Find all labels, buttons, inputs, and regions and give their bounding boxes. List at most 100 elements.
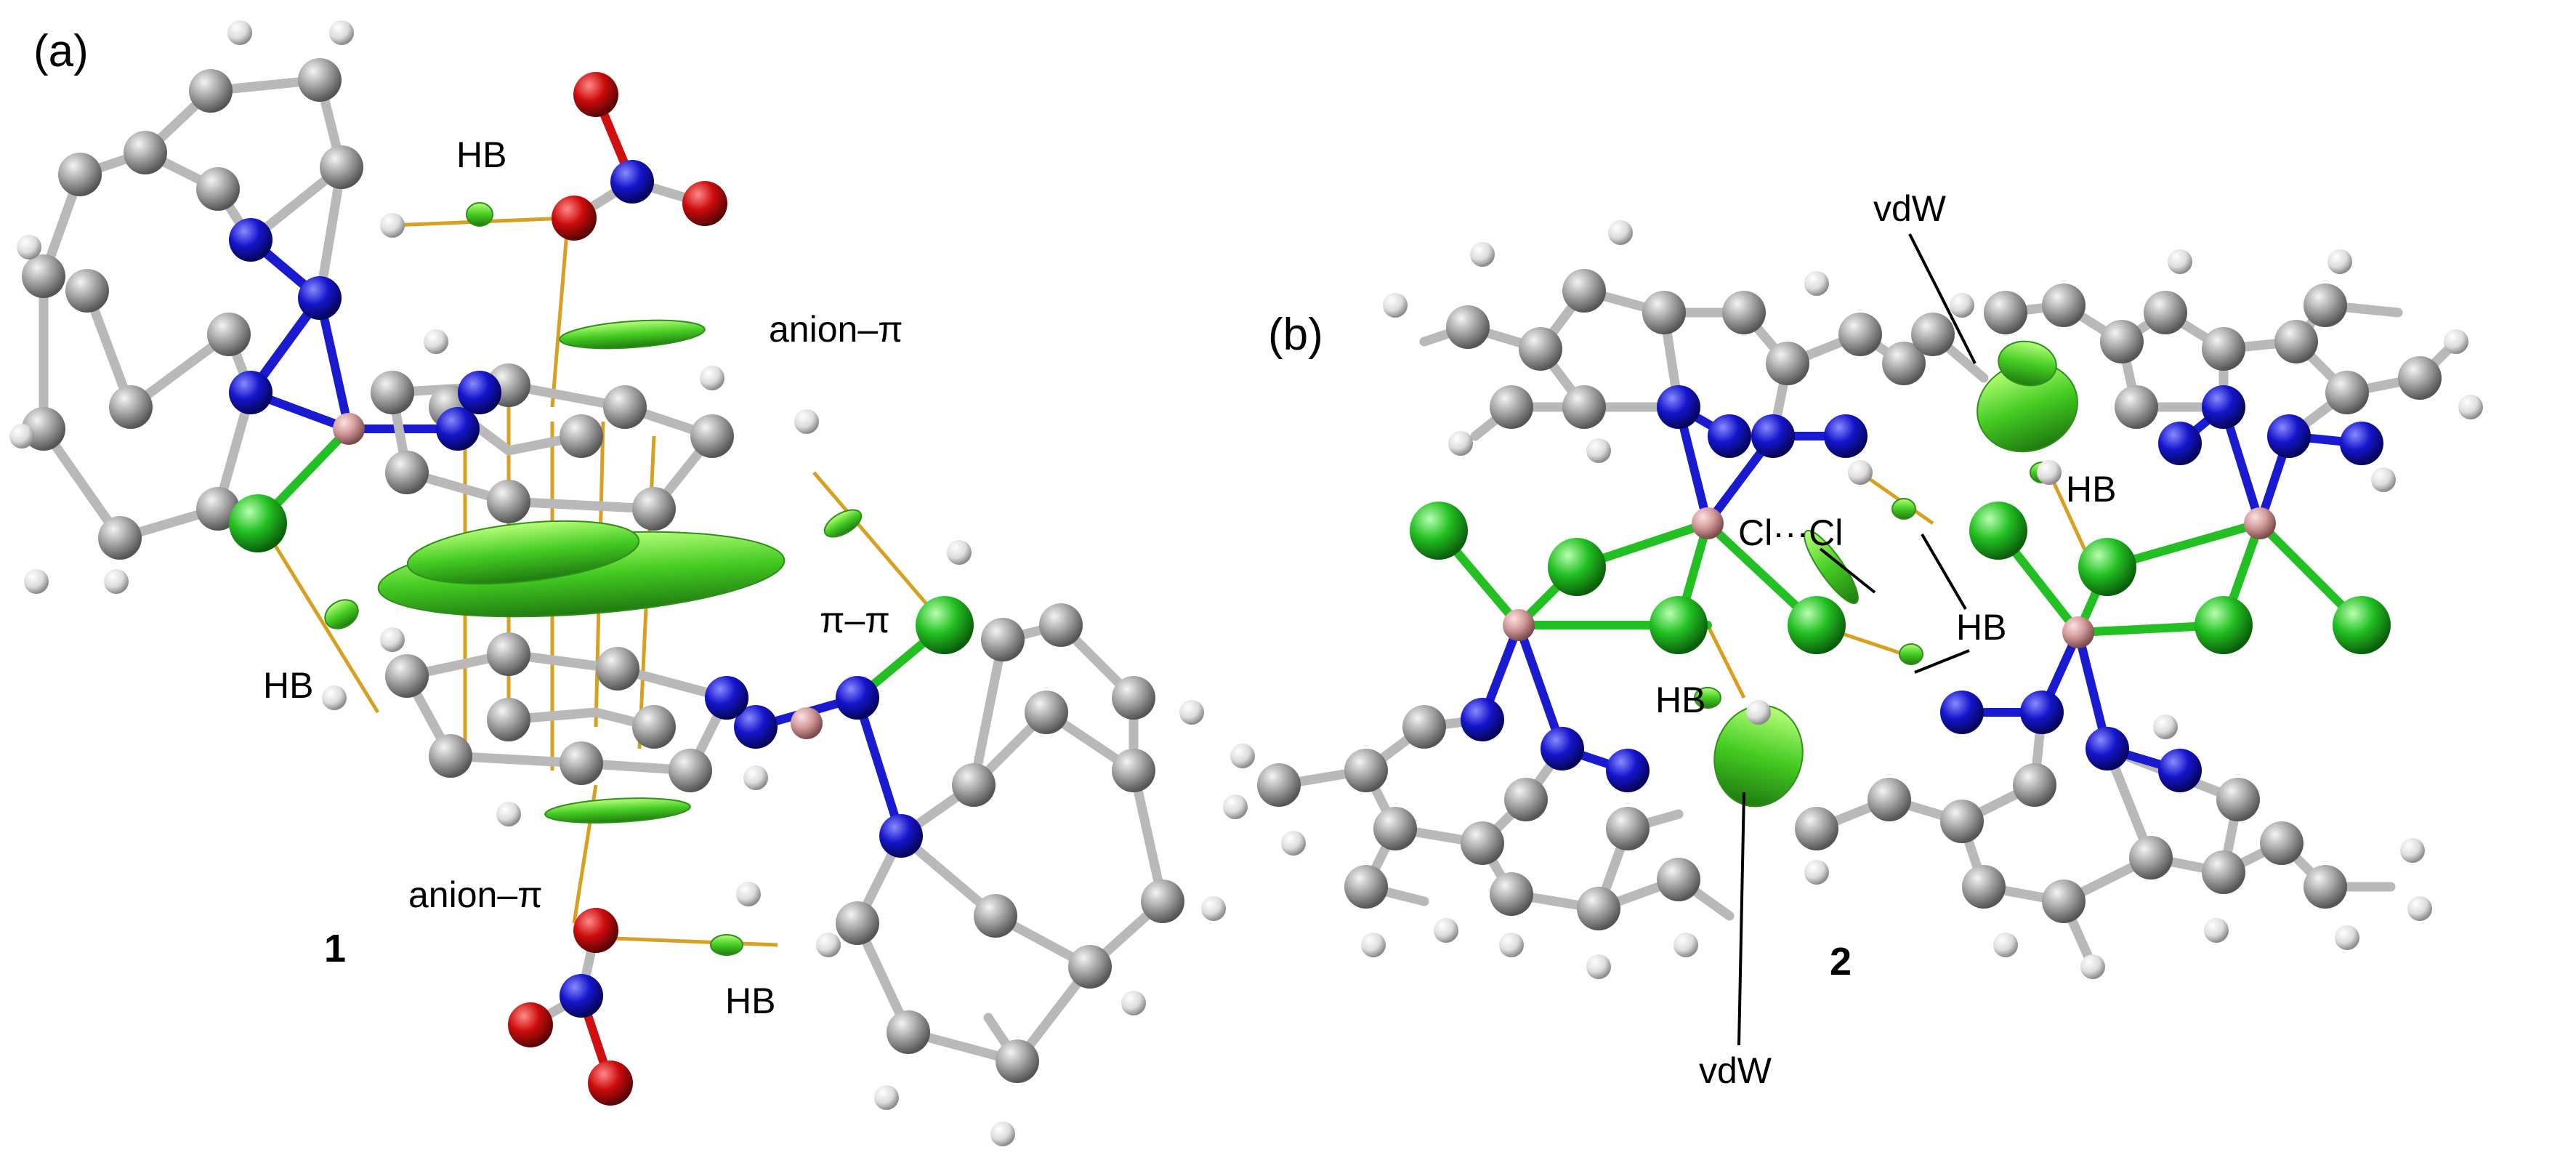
annotation-pi-pi: π–π: [820, 600, 890, 640]
hydrogen-atom: [1586, 438, 1611, 463]
nitrogen-atom: [2158, 749, 2202, 792]
hydrogen-atom: [2400, 838, 2425, 863]
nitrogen-atom: [436, 407, 480, 451]
nci-isosurface: [1998, 340, 2057, 387]
chlorine-atom: [2333, 596, 2391, 654]
nci-isosurface: [466, 202, 493, 227]
carbon-atom: [632, 487, 676, 531]
carbon-atom: [1562, 385, 1606, 429]
hydrogen-atom: [1746, 700, 1771, 725]
chlorine-atom: [1410, 502, 1468, 560]
carbon-atom: [2115, 385, 2158, 429]
hydrogen-atom: [1470, 242, 1495, 267]
nitrogen-atom: [1657, 385, 1700, 429]
nci-isosurface: [1694, 687, 1721, 709]
carbon-atom: [2398, 356, 2442, 400]
hydrogen-atom: [24, 569, 49, 594]
annotation-hb-center-b: HB: [1956, 607, 2007, 648]
carbon-atom: [2216, 778, 2260, 821]
metal-atom: [1692, 507, 1724, 539]
hydrogen-atom: [1499, 933, 1524, 957]
nitrogen-atom: [1940, 691, 1984, 734]
compound-label-1: 1: [324, 927, 347, 970]
chlorine-atom: [1969, 502, 2027, 560]
hydrogen-atom: [2335, 925, 2359, 950]
nci-isosurface: [406, 520, 640, 585]
nci-isosurface: [1899, 643, 1923, 665]
annotation-hb-left-a: HB: [263, 665, 314, 706]
carbon-atom: [1657, 858, 1700, 901]
nitrogen-atom: [2086, 727, 2129, 770]
nci-isosurface: [544, 797, 691, 824]
carbon-atom: [2274, 320, 2318, 363]
metal-atom: [1503, 609, 1535, 641]
hydrogen-atom: [2204, 918, 2229, 943]
hydrogen-atom: [1448, 431, 1473, 456]
carbon-atom: [109, 385, 153, 429]
hydrogen-atom: [1950, 293, 1974, 318]
nitrogen-atom: [2202, 385, 2245, 429]
metal-atom: [2244, 507, 2276, 539]
nitrogen-atom: [836, 676, 879, 720]
carbon-atom: [981, 618, 1025, 661]
carbon-atom: [1838, 313, 1882, 356]
hydrogen-atom: [1804, 860, 1829, 885]
carbon-atom: [996, 1039, 1039, 1083]
bond: [504, 496, 659, 514]
atoms: [9, 20, 2483, 1146]
bond: [969, 635, 1008, 790]
carbon-atom: [1490, 872, 1533, 916]
hydrogen-atom: [947, 540, 972, 565]
metal-atom: [2062, 616, 2094, 648]
carbon-atom: [1911, 313, 1955, 356]
hydrogen-atom: [2080, 954, 2105, 979]
nitrogen-atom: [1606, 749, 1650, 792]
carbon-atom: [1766, 342, 1809, 385]
carbon-atom: [1984, 291, 2027, 334]
nitrogen-atom: [229, 371, 272, 414]
carbon-atom: [1882, 342, 1926, 385]
nitrogen-atom: [2340, 422, 2383, 465]
carbon-atom: [1141, 880, 1184, 923]
carbon-atom: [1606, 807, 1650, 850]
hydrogen-atom: [1361, 933, 1386, 957]
bond: [315, 162, 347, 303]
annotation-anion-pi-bottom: anion–π: [408, 874, 543, 915]
carbon-atom: [632, 705, 676, 749]
hydrogen-atom: [2407, 896, 2432, 921]
metal-atom: [791, 707, 823, 739]
annotation-hb-left-b: HB: [1655, 680, 1706, 720]
annotation-hb-bottom-a: HB: [725, 981, 776, 1021]
hydrogen-atom: [2444, 329, 2468, 354]
annotation-vdw-bottom: vdW: [1699, 1050, 1772, 1091]
oxygen-atom: [552, 196, 597, 241]
oxygen-atom: [573, 72, 618, 117]
carbon-atom: [385, 451, 429, 494]
carbon-atom: [298, 58, 342, 102]
carbon-atom: [1519, 327, 1562, 371]
nci-isosurface: [559, 319, 706, 350]
carbon-atom: [1722, 291, 1766, 334]
carbon-atom: [2013, 763, 2056, 807]
oxygen-atom: [508, 1002, 553, 1047]
hydrogen-atom: [1230, 744, 1255, 768]
nci-isosurface: [1804, 530, 1859, 604]
carbon-atom: [2260, 821, 2304, 865]
hydrogen-atom: [2458, 395, 2483, 419]
nci-isosurfaces: [324, 202, 2078, 956]
carbon-atom: [487, 480, 530, 523]
carbon-atom: [1344, 749, 1388, 792]
nitrogen-atom: [560, 974, 603, 1018]
carbon-atom: [1068, 945, 1112, 989]
hydrogen-atom: [794, 409, 819, 434]
carbon-atom: [669, 749, 712, 792]
carbon-atom: [1642, 291, 1686, 334]
annotation-hb-top-a: HB: [456, 134, 507, 175]
bond: [853, 693, 905, 840]
carbon-atom: [2100, 320, 2144, 363]
nitrogen-atom: [2020, 691, 2064, 734]
hydrogen-atom: [9, 424, 34, 448]
hydrogen-atom: [1848, 460, 1873, 485]
nci-isosurface: [823, 509, 863, 538]
carbon-atom: [1490, 385, 1533, 429]
